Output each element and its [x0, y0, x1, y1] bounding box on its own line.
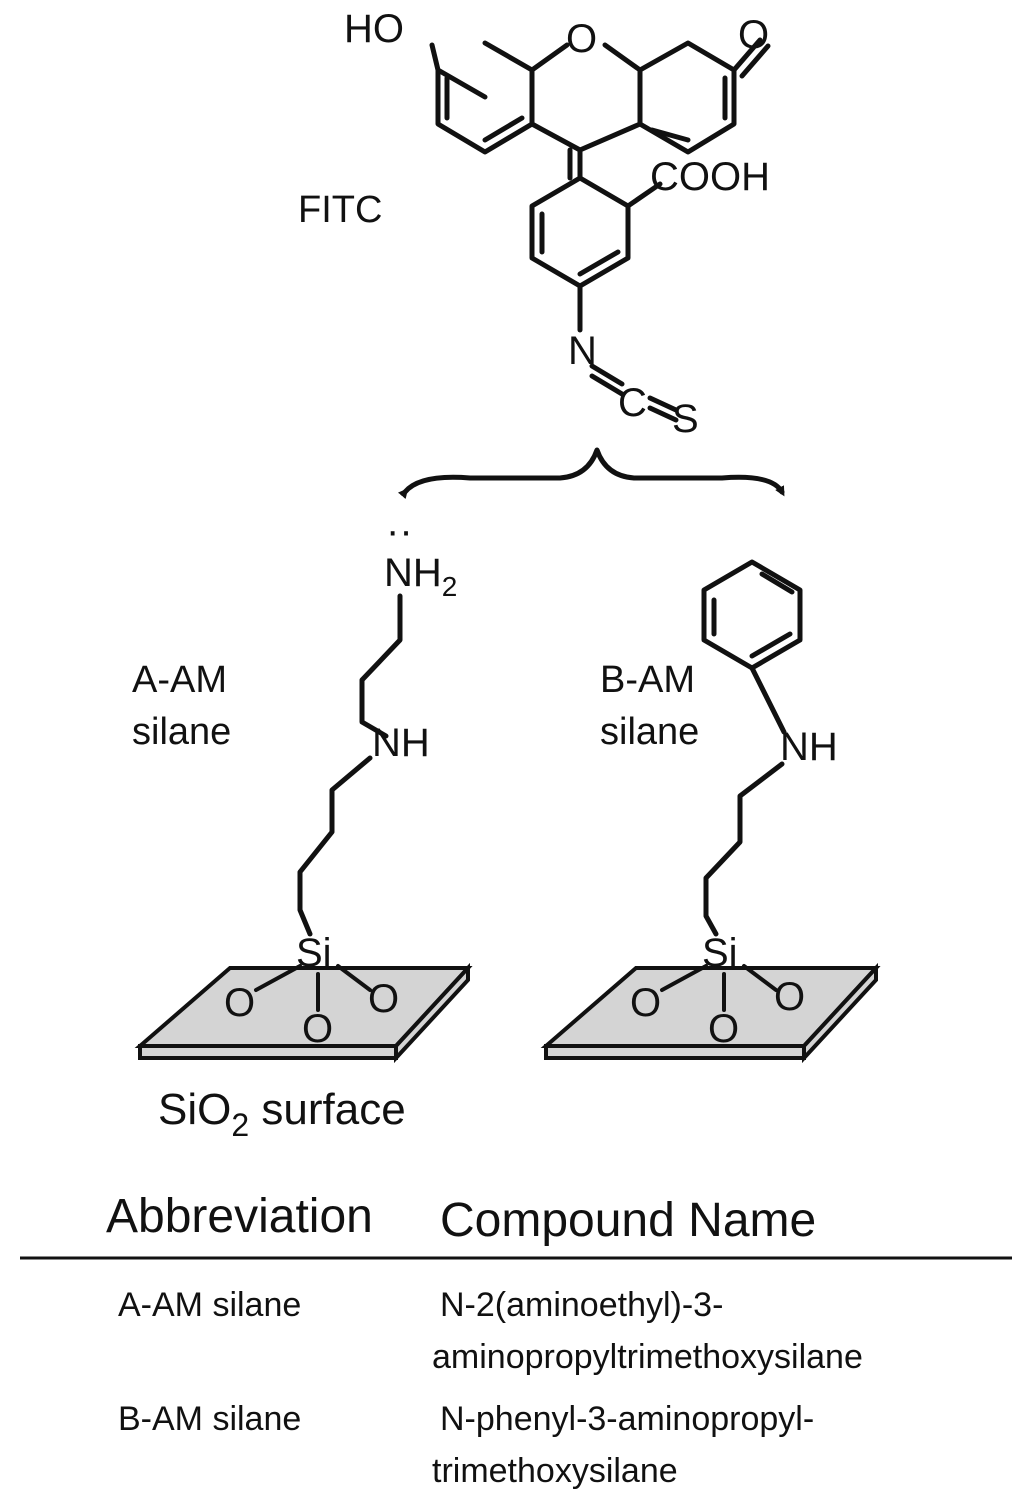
fitc-bonds — [429, 37, 771, 423]
a-am-slab-edge — [138, 1044, 398, 1060]
fitc-nitrogen-label: N — [568, 329, 597, 373]
a-am-label-line1: A-AM — [132, 659, 227, 701]
b-am-label-line1: B-AM — [600, 659, 695, 701]
fitc-name-label: FITC — [298, 189, 382, 231]
a-am-chain — [297, 593, 403, 937]
a-am-label-line2: silane — [132, 711, 231, 753]
b-am-nh-label: NH — [780, 725, 838, 769]
a-am-si-label: Si — [296, 931, 332, 975]
b-am-oxygen-center: O — [708, 1007, 739, 1051]
b-am-slab-side — [802, 962, 878, 1064]
b-am-oxygen-left: O — [630, 981, 661, 1025]
table-row-2-abbr: B-AM silane — [118, 1400, 301, 1438]
fitc-ring-oxygen-label: O — [566, 17, 597, 61]
compound-table: Abbreviation Compound Name A-AM silane N… — [20, 1190, 1012, 1490]
table-row-1-abbr: A-AM silane — [118, 1286, 301, 1324]
b-am-slab-edge — [544, 1044, 806, 1060]
table-header-abbreviation: Abbreviation — [106, 1190, 373, 1243]
a-am-silane-structure: ·· NH2 NH A-AM silane — [132, 509, 457, 937]
fitc-carbon-label: C — [618, 381, 647, 425]
fitc-keto-oxygen-label: O — [738, 13, 769, 57]
a-am-slab-side — [394, 962, 470, 1064]
b-am-silane-structure: NH B-AM silane — [600, 559, 838, 937]
fitc-sulfur-label: S — [672, 397, 699, 441]
b-am-chain — [703, 761, 785, 937]
a-am-oxygen-center: O — [302, 1007, 333, 1051]
a-am-surface-slab: Si O O O — [134, 931, 473, 1064]
b-am-label-line2: silane — [600, 711, 699, 753]
reaction-brace — [397, 447, 785, 500]
a-am-oxygen-left: O — [224, 981, 255, 1025]
fitc-ho-label: HO — [344, 7, 404, 51]
a-am-lone-pair: ·· — [386, 509, 413, 553]
b-am-si-label: Si — [702, 931, 738, 975]
a-am-oxygen-right: O — [368, 977, 399, 1021]
fitc-cooh-label: COOH — [650, 155, 770, 199]
b-am-surface-slab: Si O O O — [540, 931, 881, 1064]
table-row-2-name-line1: N-phenyl-3-aminopropyl- — [440, 1400, 814, 1438]
a-am-nh-label: NH — [372, 721, 430, 765]
b-am-phenyl-ring — [701, 559, 803, 671]
table-row-1-name-line2: aminopropyltrimethoxysilane — [432, 1338, 863, 1376]
table-row-1-name-line1: N-2(aminoethyl)-3- — [440, 1286, 723, 1324]
b-am-oxygen-right: O — [774, 975, 805, 1019]
a-am-nh2-label: NH2 — [384, 551, 457, 602]
fitc-molecule: HO O O COOH N C S FITC — [298, 7, 771, 441]
table-header-compound-name: Compound Name — [440, 1194, 816, 1247]
sio2-surface-caption: SiO2 surface — [158, 1085, 406, 1143]
table-row-2-name-line2: trimethoxysilane — [432, 1452, 678, 1490]
